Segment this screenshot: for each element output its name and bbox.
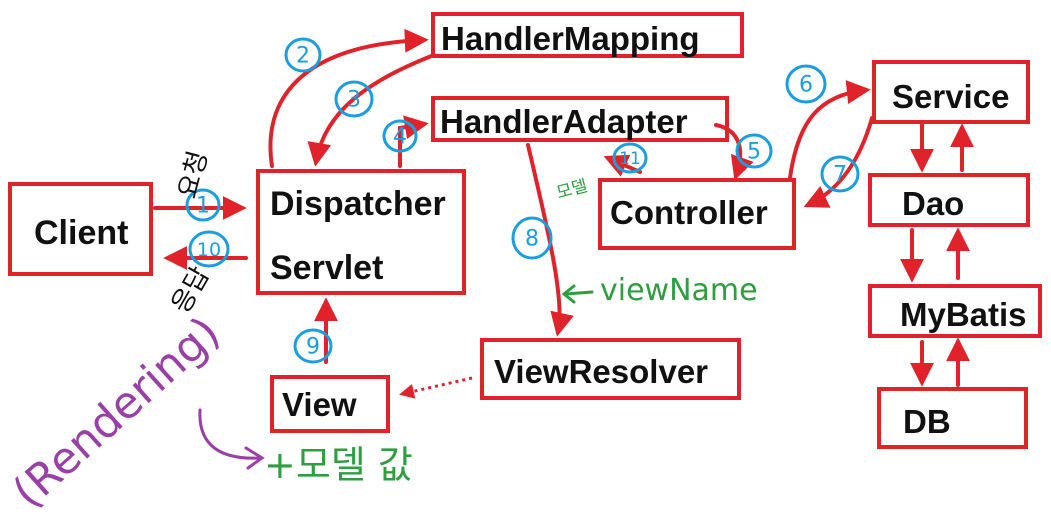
arrow-controller-to-service: [788, 80, 871, 180]
client-label: Client: [34, 214, 129, 252]
handler-mapping-label: HandlerMapping: [441, 20, 700, 57]
dao-node: Dao: [868, 173, 1030, 227]
step-10-label: 10: [197, 239, 221, 261]
step-5-label: 5: [747, 140, 761, 165]
arrow-to-handler-mapping: [268, 28, 429, 168]
service-node: Service: [872, 60, 1030, 124]
step-7-circle: [820, 155, 860, 193]
dispatcher-label-line1: Dispatcher: [270, 185, 446, 223]
arrow-from-handler-mapping: [307, 53, 436, 167]
step-3-label: 3: [347, 88, 361, 113]
step-6-circle: [785, 64, 827, 104]
step-8-label: 8: [525, 227, 539, 252]
step-1-label: 1: [196, 194, 210, 219]
mybatis-node: MyBatis: [868, 284, 1042, 338]
step-8-circle: [511, 216, 553, 260]
service-label: Service: [892, 78, 1010, 115]
rendering-note: (Rendering): [3, 307, 230, 518]
step-2-label: 2: [296, 44, 310, 69]
step-6-label: 6: [799, 73, 813, 98]
viewname-pointer: [561, 284, 594, 304]
step-5-circle: [735, 133, 773, 169]
handler-mapping-node: HandlerMapping: [431, 12, 744, 58]
dao-label: Dao: [902, 185, 965, 222]
step-11-circle: [612, 142, 648, 174]
step-9-label: 9: [306, 335, 320, 360]
rendering-pointer: [198, 408, 265, 470]
view-label: View: [282, 386, 357, 423]
handler-adapter-label: HandlerAdapter: [440, 103, 688, 140]
controller-label: Controller: [610, 194, 768, 231]
step-11-label: 11: [619, 149, 641, 169]
arrow-service-to-controller: [803, 116, 874, 208]
step-4-label: 4: [393, 125, 407, 150]
arrow-resolver-to-view: [399, 376, 473, 399]
step-10-circle: [188, 230, 230, 268]
dispatcher-servlet-node: Dispatcher Servlet: [256, 169, 466, 295]
step-1-circle: [185, 188, 221, 222]
view-node: View: [270, 375, 390, 433]
step-9-circle: [293, 328, 333, 364]
plus-model-note: +모델 값: [264, 443, 413, 487]
handler-adapter-node: HandlerAdapter: [431, 96, 729, 142]
step-2-circle: [284, 37, 322, 73]
db-node: DB: [877, 387, 1028, 449]
view-resolver-node: ViewResolver: [480, 338, 741, 400]
step-7-label: 7: [833, 163, 847, 188]
dispatcher-label-line2: Servlet: [270, 249, 384, 287]
step-3-circle: [334, 80, 374, 118]
client-node: Client: [8, 182, 153, 276]
viewname-note: viewName: [600, 273, 758, 308]
arrow-to-handler-adapter: [398, 115, 429, 168]
controller-node: Controller: [598, 178, 796, 250]
arrow-to-view-resolver: [526, 143, 574, 337]
model-note: 모델: [554, 176, 589, 203]
view-resolver-label: ViewResolver: [494, 353, 709, 390]
db-label: DB: [903, 403, 951, 440]
step-4-circle: [382, 119, 418, 153]
mybatis-label: MyBatis: [900, 296, 1027, 333]
